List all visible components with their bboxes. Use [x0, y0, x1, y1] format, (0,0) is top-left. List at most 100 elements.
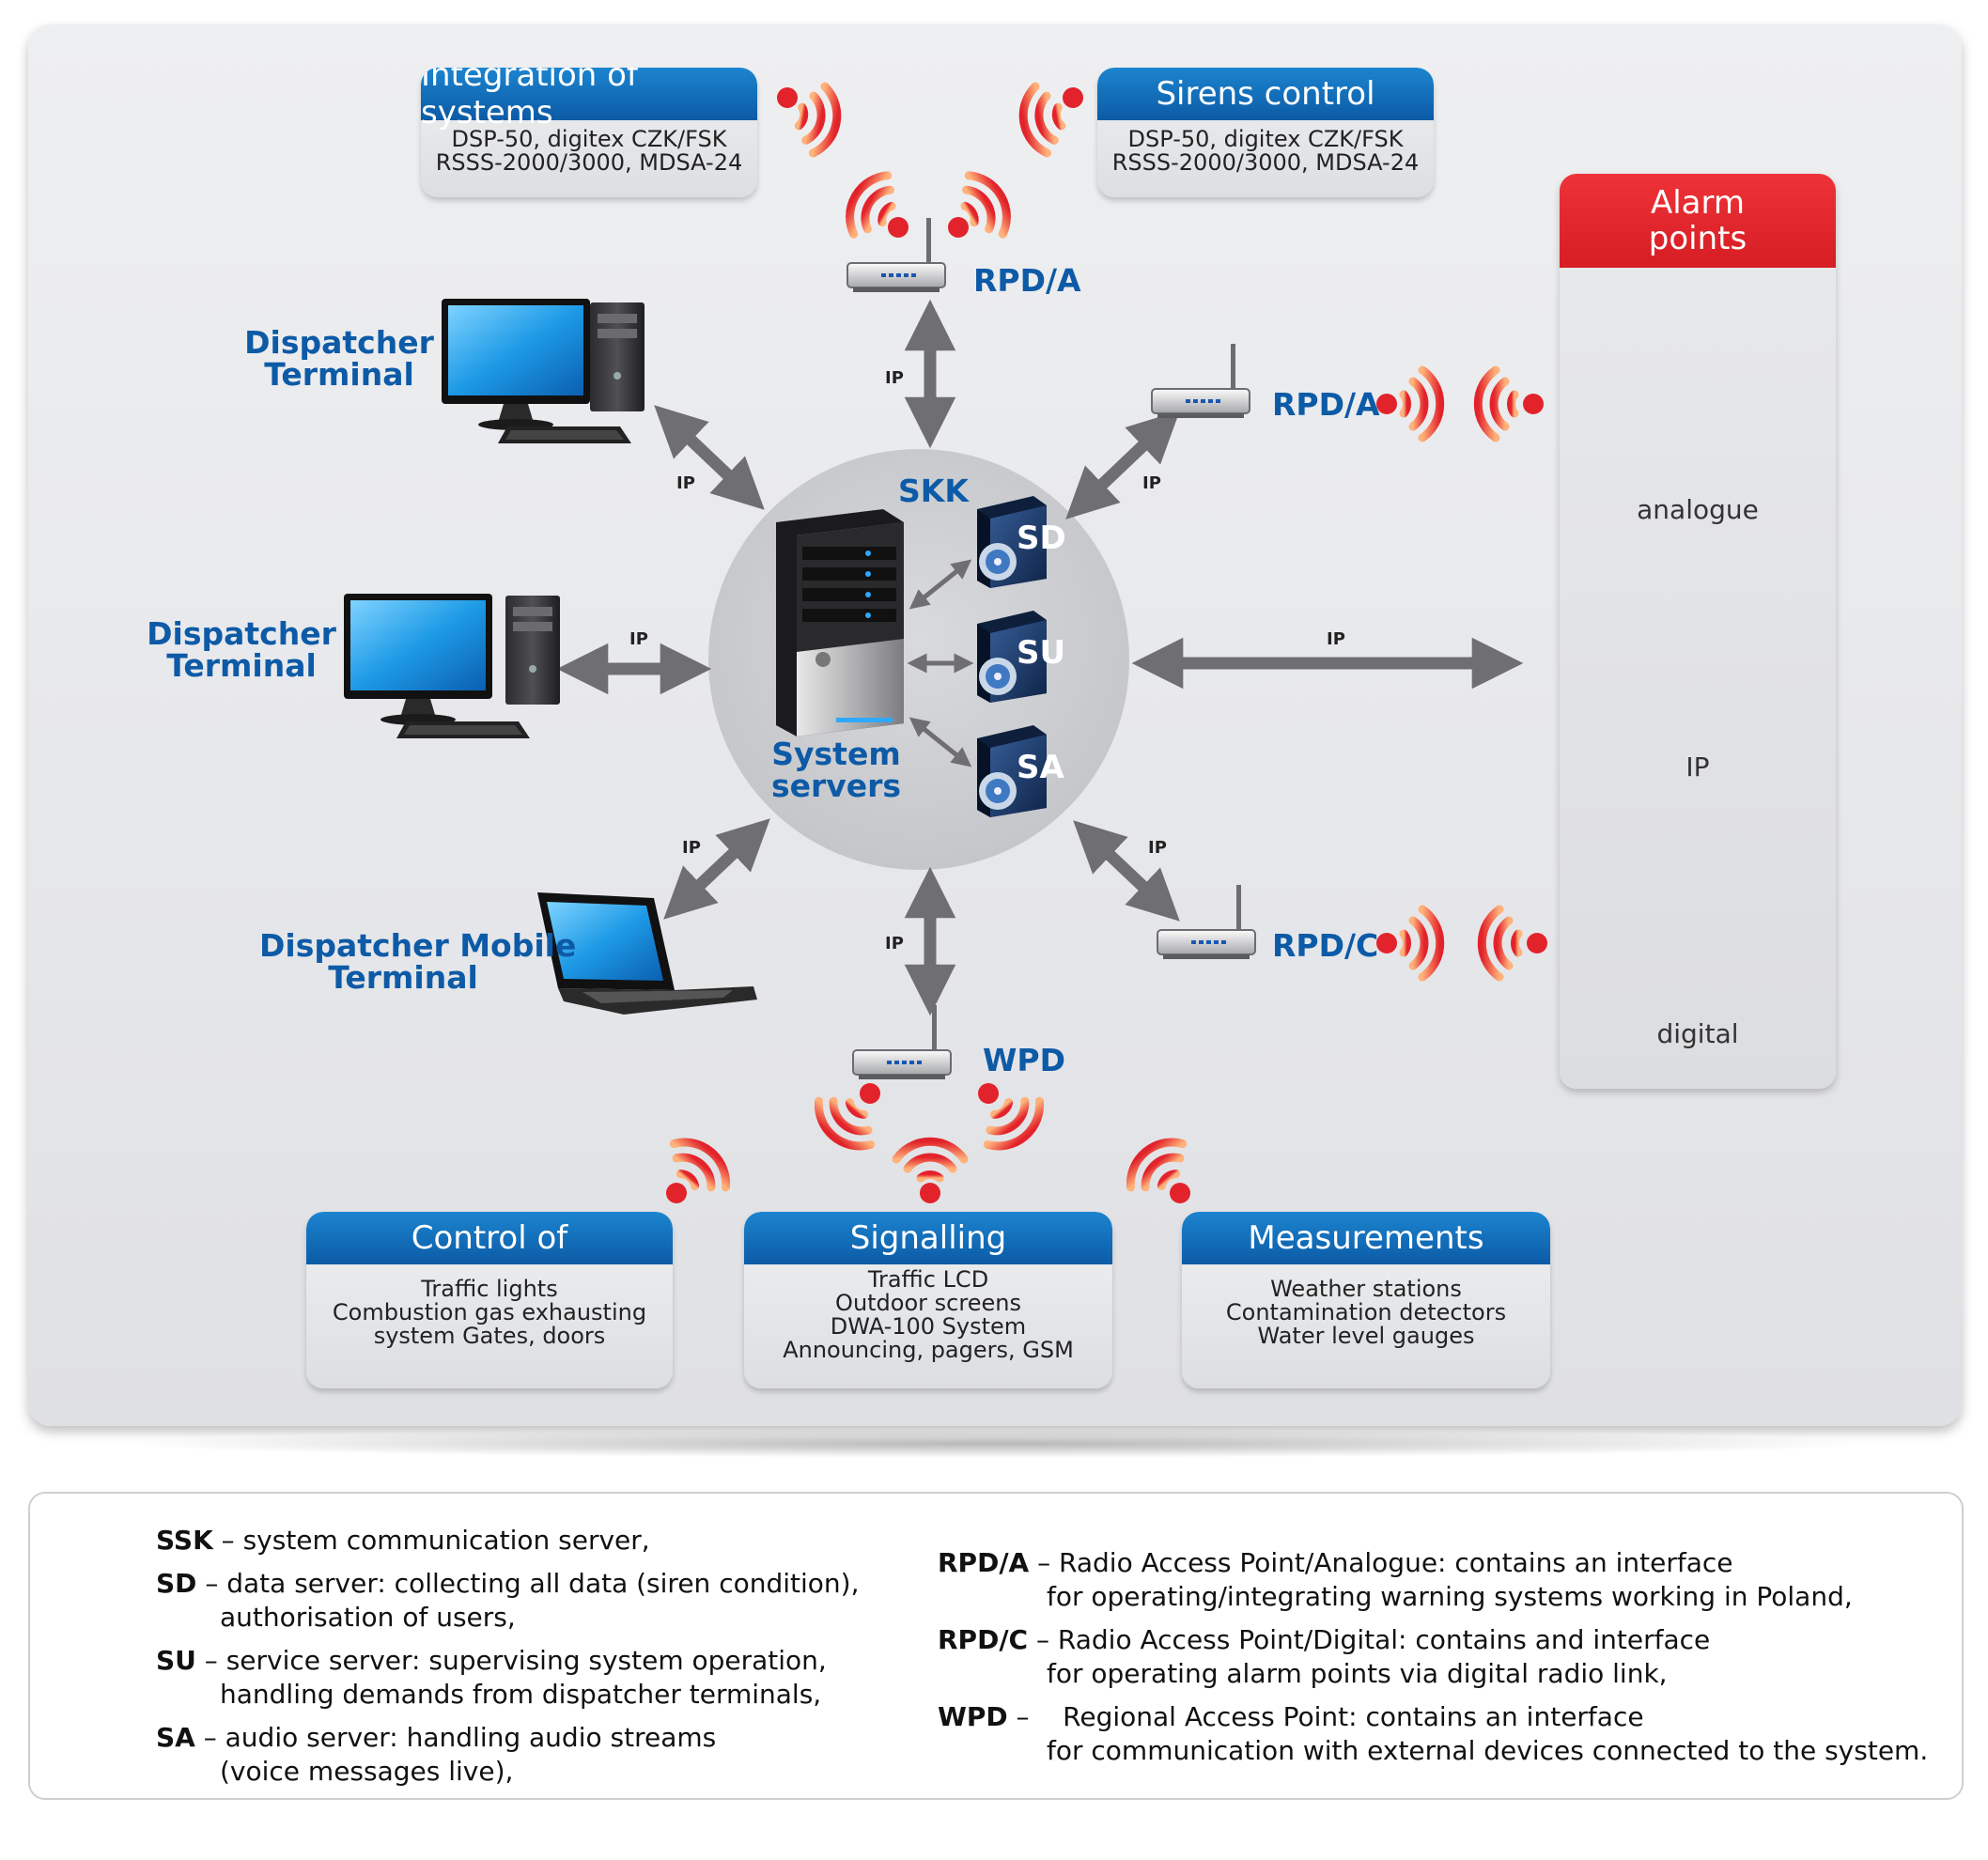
system-servers-line: servers — [770, 767, 902, 804]
dispatcher-terminal-1-icon — [442, 299, 645, 443]
ip-label: IP — [676, 473, 695, 493]
arrow-skk-mobile — [663, 818, 770, 920]
legend-rpdc-cont: for operating alarm points via digital r… — [1047, 1658, 1668, 1689]
sd-label: SD — [1017, 519, 1066, 557]
signalling-line: Traffic LCD — [867, 1266, 989, 1293]
legend-text: – Radio Access Point/Digital: contains a… — [1028, 1624, 1711, 1655]
alarm-points-title: Alarm points — [1560, 174, 1836, 268]
legend-abbr: SA — [156, 1722, 195, 1753]
measurements-title: Measurements — [1182, 1212, 1550, 1264]
legend-wpd: WPD – Regional Access Point: contains an… — [938, 1700, 1644, 1733]
integration-line: RSSS-2000/3000, MDSA-24 — [435, 149, 743, 176]
control-line: system Gates, doors — [373, 1323, 606, 1349]
arrow-server-sa — [909, 717, 972, 767]
signalling-line: Outdoor screens — [835, 1290, 1021, 1316]
legend-sd: SD – data server: collecting all data (s… — [156, 1567, 859, 1600]
legend-su: SU – service server: supervising system … — [156, 1644, 827, 1677]
legend-text: – audio server: handling audio streams — [194, 1722, 717, 1753]
integration-line: DSP-50, digitex CZK/FSK — [451, 126, 727, 152]
rpdc-router-icon — [1157, 884, 1256, 960]
arrow-skk-rpdc — [1073, 820, 1180, 922]
rpda-top-label: RPD/A — [973, 262, 1081, 299]
measurements-line: Water level gauges — [1257, 1323, 1475, 1349]
signalling-line: Announcing, pagers, GSM — [783, 1337, 1074, 1363]
measurements-line: Weather stations — [1270, 1276, 1462, 1302]
legend-abbr: RPD/A — [938, 1547, 1030, 1578]
signalling-line: DWA-100 System — [830, 1313, 1027, 1340]
panel-shadow — [113, 1430, 1879, 1458]
signalling-title: Signalling — [744, 1212, 1112, 1264]
skk-label: SKK — [898, 473, 969, 509]
ip-label: IP — [1142, 473, 1161, 493]
legend-abbr: RPD/C — [938, 1624, 1029, 1655]
control-box: Control of Traffic lights Combustion gas… — [306, 1212, 673, 1388]
su-label: SU — [1017, 634, 1066, 672]
sirens-box: Sirens control DSP-50, digitex CZK/FSK R… — [1097, 68, 1434, 197]
measurements-line: Contamination detectors — [1225, 1299, 1507, 1325]
dispatcher-label-line: Terminal — [166, 647, 317, 684]
ip-label: IP — [885, 368, 904, 388]
mobile-label-line: Terminal — [328, 959, 478, 996]
sirens-title: Sirens control — [1097, 68, 1434, 120]
legend-abbr: SU — [156, 1645, 196, 1676]
sirens-line: DSP-50, digitex CZK/FSK — [1127, 126, 1404, 152]
alarm-item-analogue: analogue — [1637, 494, 1759, 525]
ip-label: IP — [1148, 838, 1167, 858]
sirens-line: RSSS-2000/3000, MDSA-24 — [1111, 149, 1420, 176]
legend-text: – Regional Access Point: contains an int… — [1007, 1701, 1644, 1732]
rpda-right-label: RPD/A — [1272, 386, 1380, 423]
rpdc-label: RPD/C — [1272, 927, 1379, 964]
legend-sa-cont: (voice messages live), — [220, 1756, 514, 1787]
system-servers-line: System — [771, 736, 901, 772]
system-servers-label: System servers — [770, 738, 902, 802]
legend-rpda: RPD/A – Radio Access Point/Analogue: con… — [938, 1546, 1732, 1579]
signalling-box: Signalling Traffic LCD Outdoor screens D… — [744, 1212, 1112, 1388]
dispatcher-terminal-2-icon — [344, 594, 560, 738]
ip-label: IP — [885, 934, 904, 953]
legend-sd-cont: authorisation of users, — [220, 1602, 516, 1633]
wireless-signal-icons — [661, 84, 1547, 1203]
measurements-box: Measurements Weather stations Contaminat… — [1182, 1212, 1550, 1388]
ip-label: IP — [682, 838, 701, 858]
wpd-label: WPD — [983, 1042, 1065, 1078]
server-tower-icon — [776, 509, 904, 736]
alarm-title-line: Alarm — [1650, 184, 1746, 222]
alarm-points-panel: Alarm points — [1560, 174, 1836, 1089]
dispatcher-label-line: Terminal — [264, 356, 414, 393]
dispatcher-mobile-label: Dispatcher Mobile Terminal — [259, 927, 577, 996]
arrow-skk-rpda-right — [1065, 411, 1180, 519]
mobile-label-line: Dispatcher Mobile — [259, 927, 577, 964]
control-line: Traffic lights — [421, 1276, 558, 1302]
dispatcher-terminal-1-label: Dispatcher Terminal — [241, 327, 438, 391]
skk-hub — [708, 449, 1129, 870]
control-line: Combustion gas exhausting — [332, 1299, 647, 1325]
legend-abbr: WPD — [938, 1701, 1008, 1732]
arrow-skk-dispatcher1 — [654, 405, 765, 510]
alarm-title-line: points — [1648, 220, 1747, 257]
ip-label: IP — [1327, 629, 1345, 649]
legend-su-cont: handling demands from dispatcher termina… — [220, 1679, 822, 1710]
legend-box — [28, 1492, 1964, 1800]
legend-rpdc: RPD/C – Radio Access Point/Digital: cont… — [938, 1623, 1710, 1656]
ip-label: IP — [629, 629, 648, 649]
laptop-icon — [537, 892, 757, 1015]
dispatcher-label-line: Dispatcher — [244, 324, 434, 361]
legend-text: – system communication server, — [212, 1525, 650, 1556]
dispatcher-label-line: Dispatcher — [147, 615, 336, 652]
legend-text: – Radio Access Point/Analogue: contains … — [1029, 1547, 1733, 1578]
legend-text: – service server: supervising system ope… — [195, 1645, 827, 1676]
legend-sa: SA – audio server: handling audio stream… — [156, 1721, 716, 1754]
integration-title: Integration of systems — [421, 68, 757, 132]
legend-ssk: SSK – system communication server, — [156, 1524, 650, 1557]
alarm-item-ip: IP — [1685, 752, 1710, 783]
arrow-server-sd — [909, 559, 972, 610]
legend-wpd-cont: for communication with external devices … — [1047, 1735, 1929, 1766]
control-title: Control of — [306, 1212, 673, 1264]
legend-abbr: SD — [156, 1568, 197, 1599]
wpd-router-icon — [852, 1004, 952, 1080]
dispatcher-terminal-2-label: Dispatcher Terminal — [143, 618, 340, 682]
integration-box: Integration of systems DSP-50, digitex C… — [421, 68, 757, 197]
legend-text: – data server: collecting all data (sire… — [196, 1568, 860, 1599]
